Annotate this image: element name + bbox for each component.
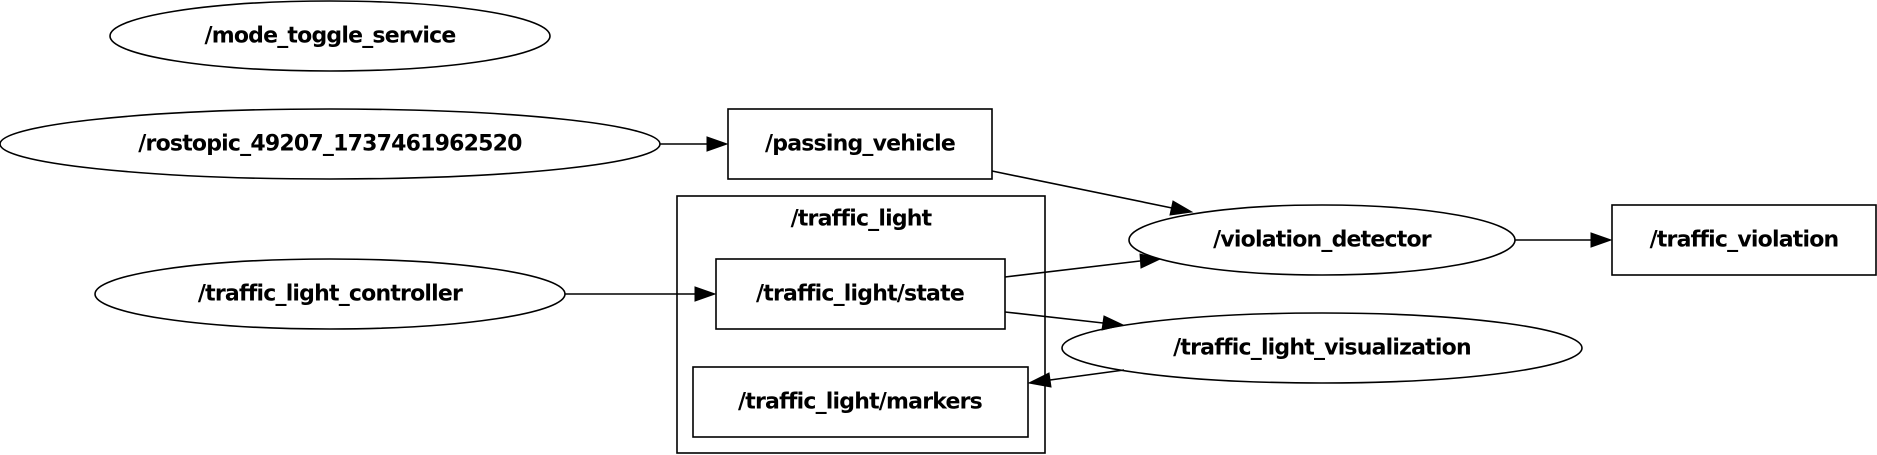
node-traffic-light-controller[interactable]: /traffic_light_controller [94,258,566,330]
topic-passing-vehicle[interactable]: /passing_vehicle [727,108,993,180]
topic-traffic-light-state[interactable]: /traffic_light/state [715,258,1006,330]
node-mode-toggle-service-label: /mode_toggle_service [204,24,455,49]
node-mode-toggle-service[interactable]: /mode_toggle_service [109,0,551,72]
node-traffic-light-controller-label: /traffic_light_controller [198,282,463,307]
edge-visualization-to-markers [1027,369,1125,388]
node-traffic-light-visualization-label: /traffic_light_visualization [1173,336,1471,361]
node-rostopic[interactable]: /rostopic_49207_1737461962520 [0,108,661,180]
topic-traffic-light-markers-label: /traffic_light/markers [738,390,983,415]
cluster-traffic-light: /traffic_light [676,195,1046,454]
topic-traffic-light-markers[interactable]: /traffic_light/markers [692,366,1029,438]
node-traffic-light-visualization[interactable]: /traffic_light_visualization [1061,312,1583,384]
cluster-traffic-light-label: /traffic_light [791,207,933,232]
edge-controller-to-traffic-light-state [565,286,717,302]
edge-rostopic-to-passing-vehicle [660,136,729,152]
topic-traffic-violation[interactable]: /traffic_violation [1611,204,1877,276]
topic-traffic-violation-label: /traffic_violation [1650,228,1839,253]
topic-passing-vehicle-label: /passing_vehicle [765,132,955,157]
node-violation-detector-label: /violation_detector [1213,228,1432,253]
topic-traffic-light-state-label: /traffic_light/state [756,282,964,307]
node-violation-detector[interactable]: /violation_detector [1128,204,1516,276]
edge-passing-vehicle-to-violation-detector [991,170,1194,216]
edge-violation-detector-to-traffic-violation [1515,232,1613,248]
node-rostopic-label: /rostopic_49207_1737461962520 [138,132,522,157]
edge-state-to-violation-detector [1004,253,1162,278]
edge-state-to-visualization [1004,311,1125,331]
